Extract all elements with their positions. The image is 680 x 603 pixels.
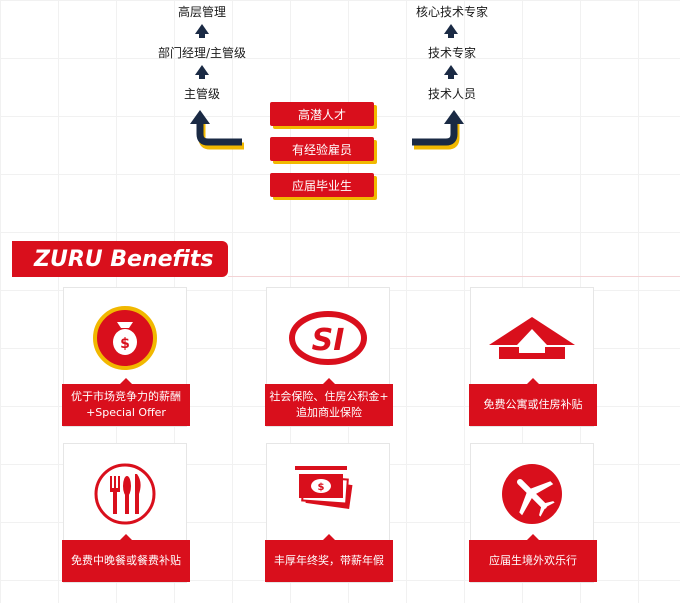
banner-divider bbox=[228, 276, 680, 277]
benefit-label: 丰厚年终奖，带薪年假 bbox=[265, 534, 393, 582]
entry-experienced: 有经验雇员 bbox=[270, 137, 374, 161]
benefit-card-bonus: $ 丰厚年终奖，带薪年假 bbox=[265, 443, 393, 583]
benefit-label: 应届生境外欢乐行 bbox=[469, 534, 597, 582]
mgmt-level-senior: 高层管理 bbox=[177, 5, 226, 19]
svg-text:SI: SI bbox=[312, 323, 345, 358]
curved-up-left-arrow-icon bbox=[190, 110, 244, 150]
entry-high-potential: 高潜人才 bbox=[270, 102, 374, 126]
curved-up-right-arrow-icon bbox=[412, 110, 464, 150]
benefits-title: ZURU Benefits bbox=[12, 241, 228, 277]
benefit-card-housing: 免费公寓或住房补贴 bbox=[469, 287, 597, 427]
cash-icon: $ bbox=[295, 466, 353, 509]
benefit-label: 社会保险、住房公积金+ 追加商业保险 bbox=[265, 378, 393, 426]
house-icon bbox=[489, 317, 575, 359]
mgmt-level-manager: 部门经理/主管级 bbox=[157, 46, 247, 60]
benefit-label: 免费公寓或住房补贴 bbox=[469, 378, 597, 426]
svg-text:$: $ bbox=[318, 482, 325, 493]
fork-knife-icon bbox=[94, 463, 156, 525]
mgmt-level-supervisor: 主管级 bbox=[183, 87, 220, 101]
benefit-label: 免费中晚餐或餐费补贴 bbox=[62, 534, 190, 582]
social-insurance-icon: SI bbox=[289, 311, 367, 365]
benefit-card-meal: 免费中晚餐或餐费补贴 bbox=[62, 443, 190, 583]
benefit-card-salary: $ 优于市场竞争力的薪酬 +Special Offer bbox=[62, 287, 190, 427]
tech-level-staff: 技术人员 bbox=[427, 87, 476, 101]
benefit-card-travel: 应届生境外欢乐行 bbox=[469, 443, 597, 583]
money-bag-icon: $ bbox=[93, 306, 157, 370]
benefit-label: 优于市场竞争力的薪酬 +Special Offer bbox=[62, 378, 190, 426]
airplane-icon bbox=[502, 464, 562, 524]
up-arrow-icon bbox=[195, 24, 209, 38]
tech-level-expert: 技术专家 bbox=[427, 46, 476, 60]
tech-level-core-expert: 核心技术专家 bbox=[415, 5, 488, 19]
entry-graduate: 应届毕业生 bbox=[270, 173, 374, 197]
svg-text:$: $ bbox=[120, 336, 130, 352]
up-arrow-icon bbox=[444, 65, 458, 79]
up-arrow-icon bbox=[195, 65, 209, 79]
benefit-card-insurance: SI 社会保险、住房公积金+ 追加商业保险 bbox=[265, 287, 393, 427]
up-arrow-icon bbox=[444, 24, 458, 38]
